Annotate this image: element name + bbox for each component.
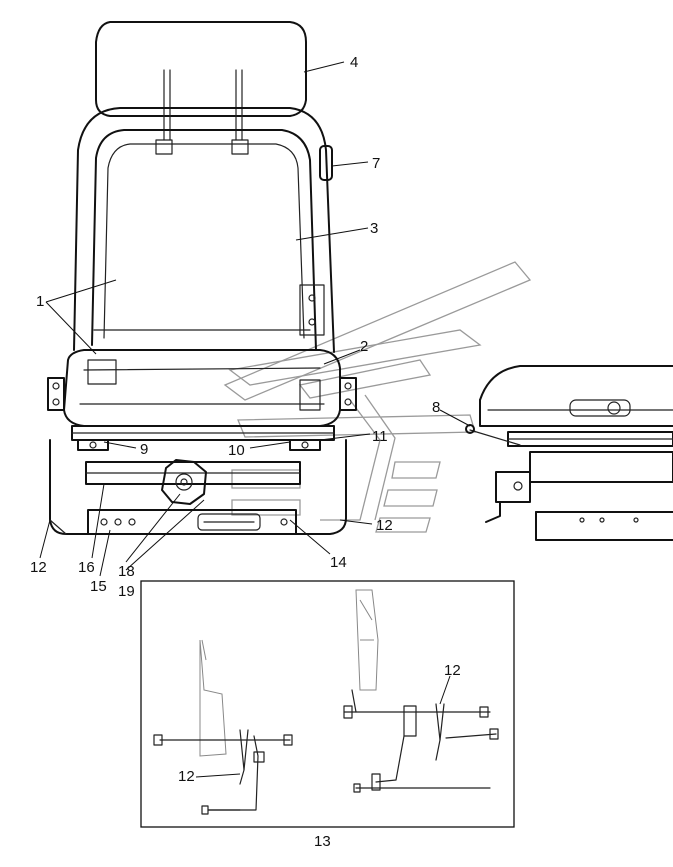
callout-14: 14 [330,554,347,571]
side-view-seat [465,365,673,541]
inset-frame [140,580,515,828]
callout-4: 4 [350,54,358,71]
callout-12-inset-right: 12 [444,662,461,679]
slide-rails [71,425,335,451]
callout-10: 10 [228,442,245,459]
seat-cushion [47,349,357,427]
callout-3: 3 [370,220,378,237]
callout-7: 7 [372,155,380,172]
callout-1: 1 [36,293,44,310]
inset-right-detail [343,589,499,793]
headrest [95,21,307,141]
callout-18: 18 [118,563,135,580]
callout-labels: 4 7 3 1 2 8 9 10 11 12 12 14 16 15 18 19… [30,54,461,850]
callout-2: 2 [360,338,368,355]
watermark-logo [223,261,532,533]
callout-19: 19 [118,583,135,600]
callout-11: 11 [372,428,388,445]
callout-15: 15 [90,578,107,595]
leader-lines [39,61,471,577]
backrest [73,107,335,353]
callout-16: 16 [78,559,95,576]
callout-12-inset-left: 12 [178,768,195,785]
callout-8: 8 [432,399,440,416]
suspension-base [49,439,347,535]
callout-13: 13 [314,833,331,850]
callout-12-main-left: 12 [30,559,47,576]
inset-left-detail [153,639,293,815]
callout-9: 9 [140,441,148,458]
callout-12-main-right: 12 [376,517,393,534]
